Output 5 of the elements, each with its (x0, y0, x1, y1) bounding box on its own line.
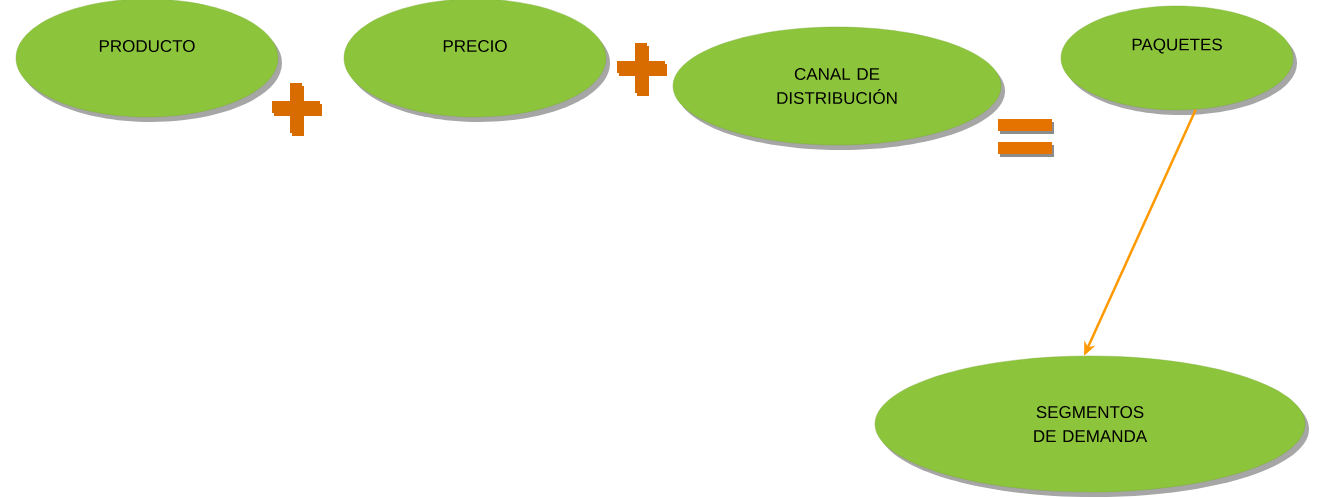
ellipse-node: PRODUCTO (15, 0, 282, 122)
ellipse-node: SEGMENTOS DE DEMANDA (874, 355, 1309, 497)
ellipse-node: CANAL DE DISTRIBUCIÓN (672, 26, 1005, 150)
ellipse-node: PRECIO (343, 0, 610, 122)
ellipse-node: PAQUETES (1060, 5, 1297, 115)
